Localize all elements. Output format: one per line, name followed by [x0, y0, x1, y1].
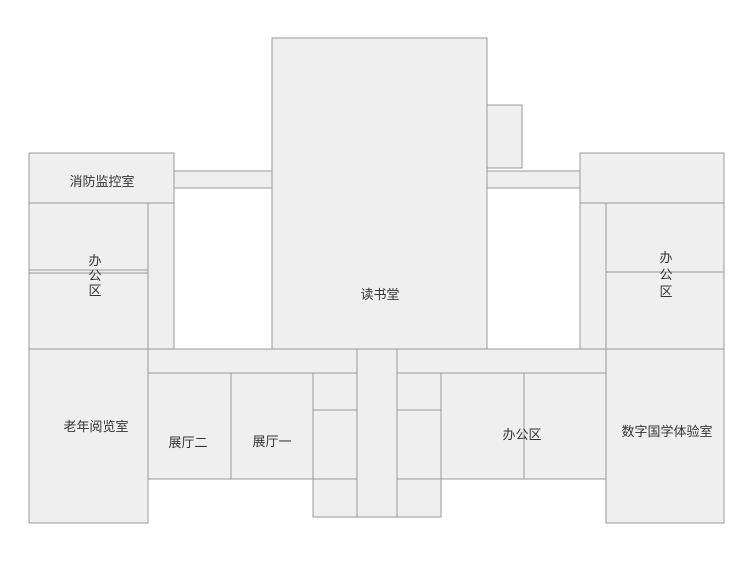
- office-right-label-2: 公: [659, 268, 672, 283]
- right-bridge: [486, 170, 581, 189]
- fire-monitor-label: 消防监控室: [69, 174, 134, 190]
- office-left: [28, 202, 149, 350]
- office-right-label-3: 区: [659, 285, 672, 300]
- center-cell-se: [396, 478, 442, 518]
- hall-one-room: [230, 372, 314, 480]
- hall-two-label: 展厅二: [168, 436, 207, 451]
- digital-lab-room: [605, 348, 725, 524]
- center-passage: [356, 348, 398, 518]
- center-cell-ne: [396, 372, 442, 411]
- right-top-room: [579, 152, 725, 204]
- hall-annex: [486, 104, 523, 169]
- elderly-reading-room: [28, 348, 149, 524]
- reading-hall-label: 读书堂: [360, 288, 399, 303]
- office-center-label: 办公区: [502, 428, 541, 443]
- office-right-label-1: 办: [659, 251, 672, 266]
- office-right: [605, 202, 725, 350]
- center-cell-sw: [312, 478, 358, 518]
- office-left-label-3: 区: [88, 284, 101, 299]
- digital-lab-label: 数字国学体验室: [621, 424, 712, 440]
- hall-two-room: [147, 372, 232, 480]
- left-corridor-vertical: [147, 202, 175, 350]
- right-corridor-vertical: [579, 202, 607, 350]
- office-left-label-1: 办: [88, 254, 101, 269]
- fire-monitor-room: [28, 152, 175, 204]
- left-bridge: [173, 170, 273, 189]
- reading-hall: [271, 37, 488, 350]
- hall-one-label: 展厅一: [252, 435, 291, 450]
- office-left-label-2: 公: [88, 269, 101, 284]
- elderly-reading-label: 老年阅览室: [63, 419, 128, 435]
- center-cell-nw: [312, 372, 358, 411]
